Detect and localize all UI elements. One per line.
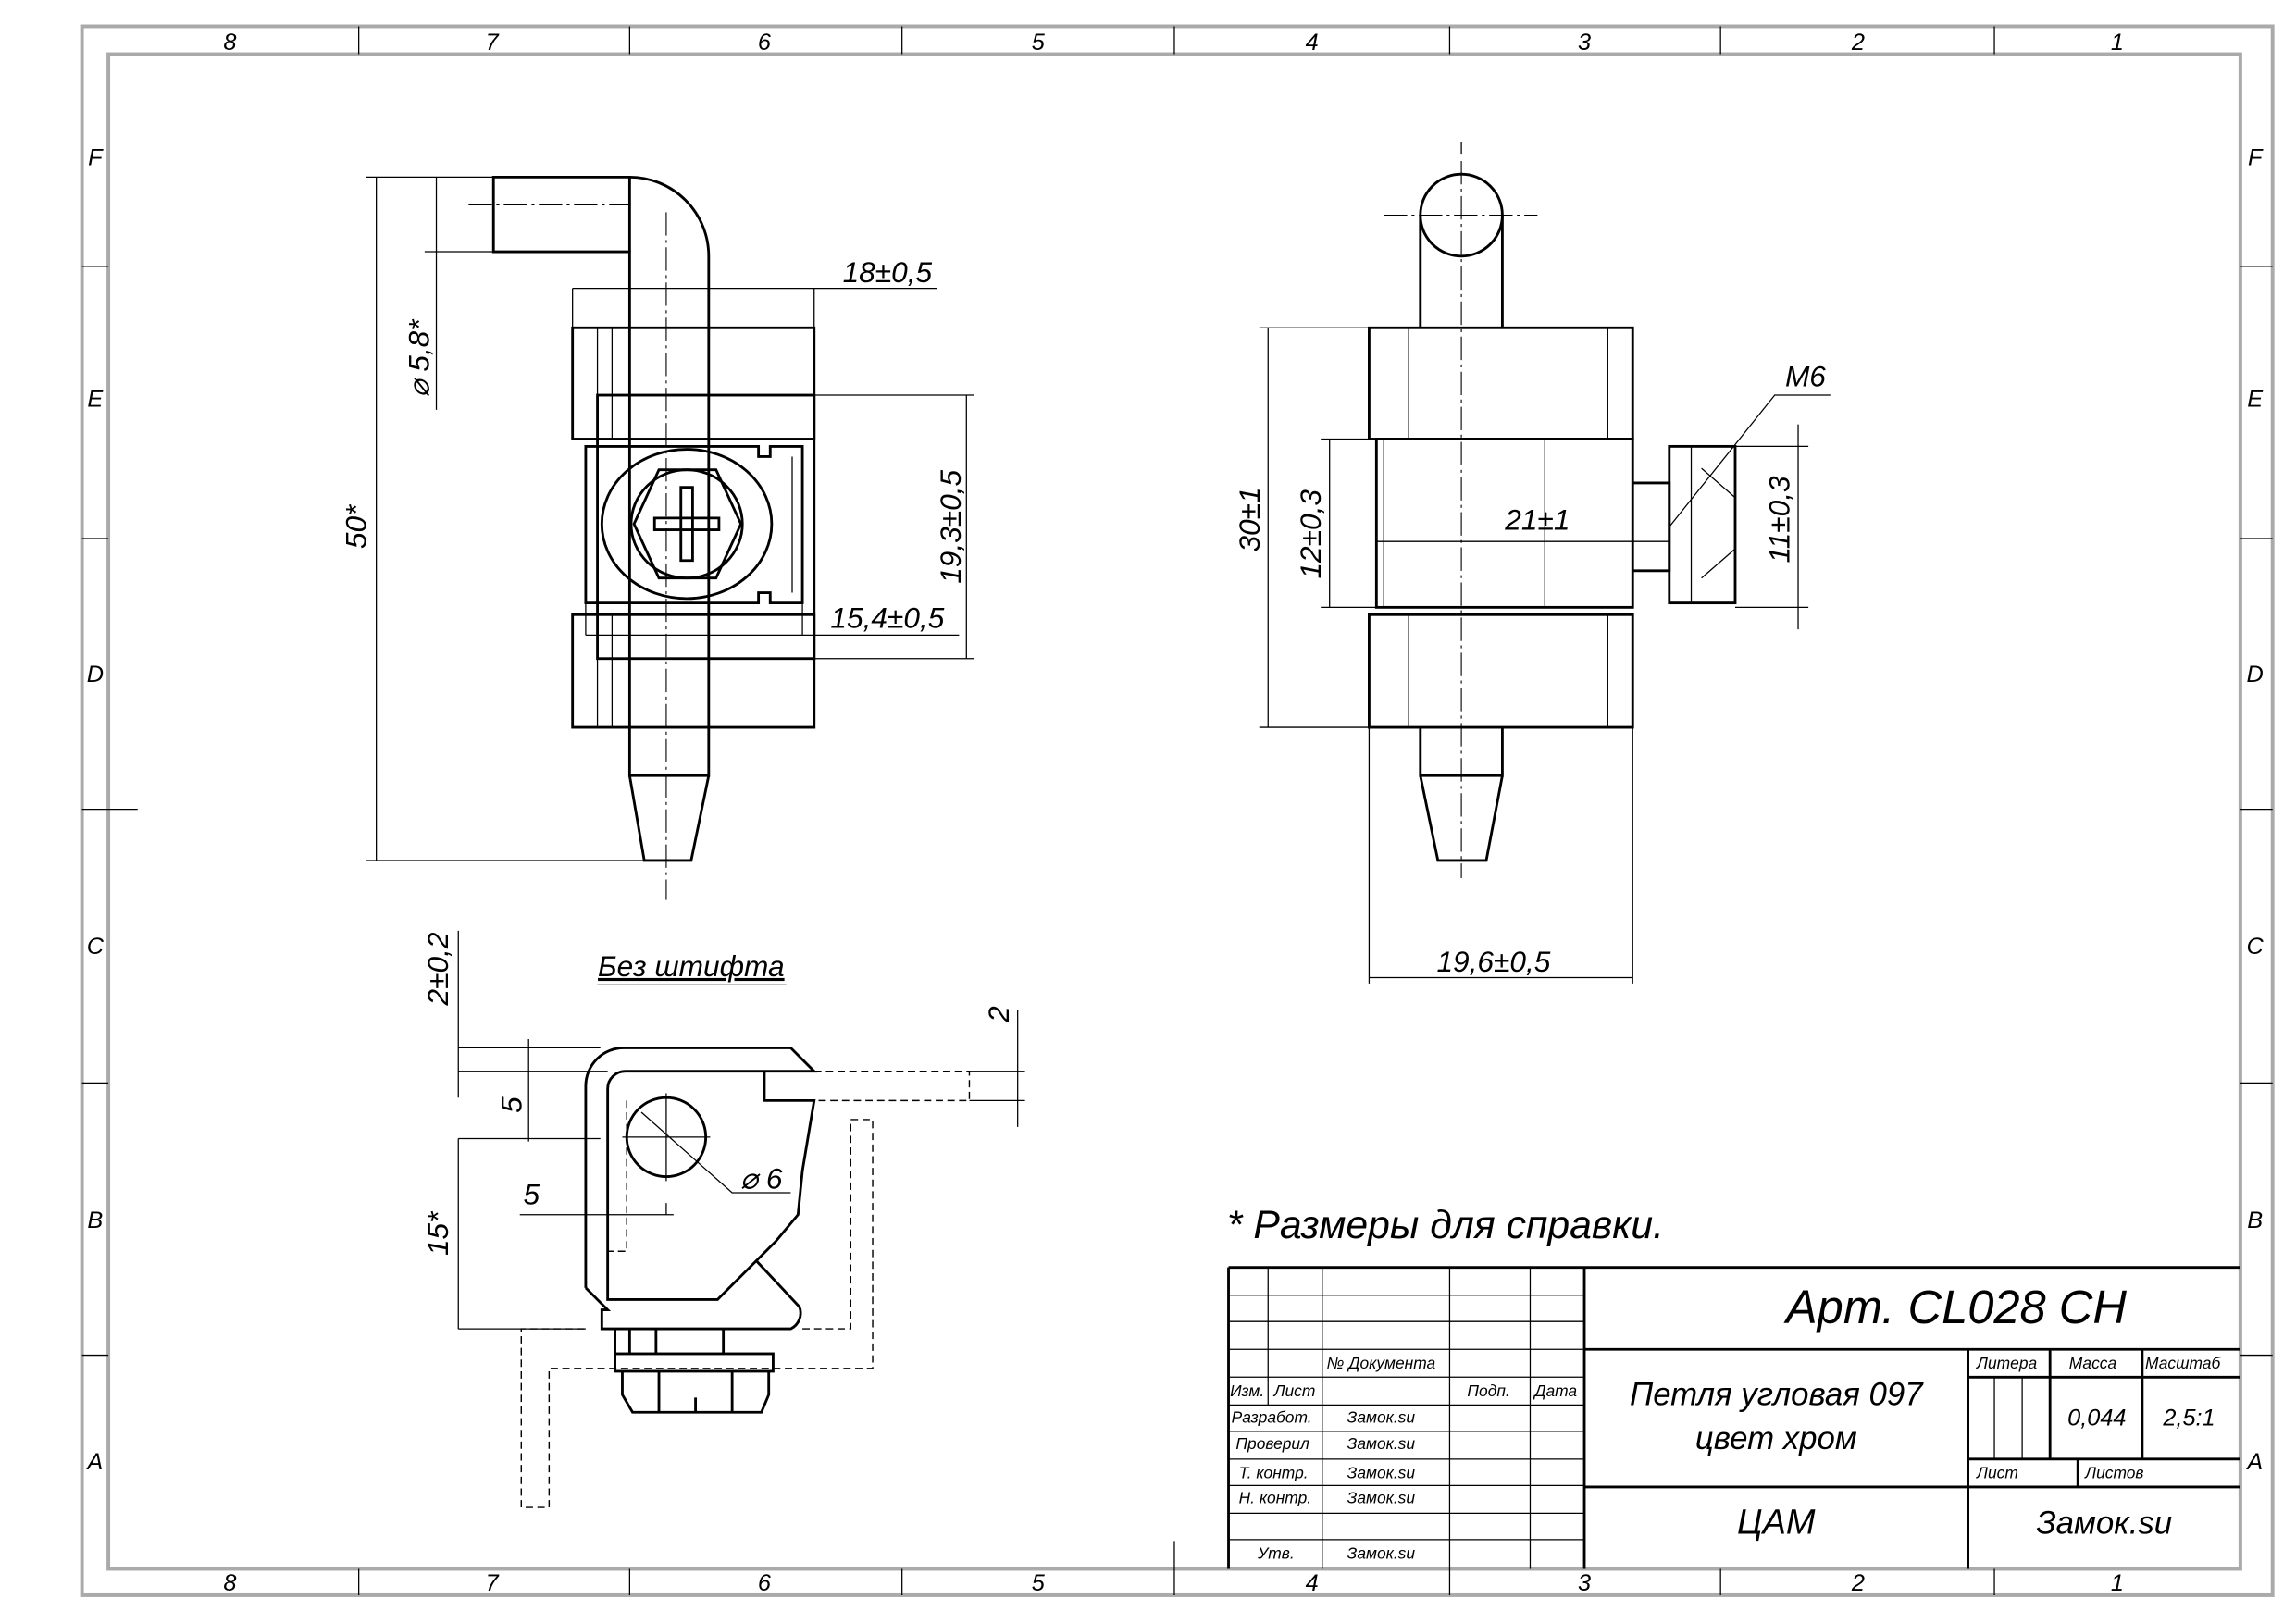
- zone-row-right: C: [2247, 934, 2265, 960]
- dim-offset-h: 5: [524, 1178, 540, 1211]
- company: Замок.su: [2036, 1505, 2172, 1542]
- header-list: Лист: [1273, 1381, 1316, 1400]
- zone-col-top: 3: [1578, 30, 1591, 56]
- dim-height-mid: 19,3±0,5: [934, 470, 967, 584]
- dim-inner-height: 12±0,3: [1294, 489, 1327, 579]
- header-mass: Масса: [2069, 1354, 2117, 1372]
- dim-width: 19,6±0,5: [1436, 945, 1550, 978]
- side-view: 30±1 12±0,3 21±1 11±0,3 M6 19,6±0,5: [1233, 160, 1831, 984]
- zone-col-bottom: 6: [758, 1570, 772, 1596]
- zone-col-bottom: 5: [1032, 1570, 1046, 1596]
- role-label: Разработ.: [1232, 1407, 1312, 1426]
- role-label: Н. контр.: [1239, 1488, 1312, 1506]
- role-label: Т. контр.: [1239, 1463, 1309, 1481]
- role-label: Проверил: [1235, 1434, 1309, 1453]
- header-sign: Подп.: [1467, 1381, 1509, 1400]
- zone-col-top: 8: [223, 30, 236, 56]
- product-color: цвет хром: [1695, 1420, 1857, 1456]
- front-view: 50* ⌀ 5,8* 18±0,5 19,3±0,5 15,4±0,5: [340, 175, 974, 900]
- dim-width-clamp: 15,4±0,5: [830, 601, 944, 635]
- role-name: Замок.su: [1347, 1543, 1416, 1562]
- zone-row-left: C: [87, 934, 105, 960]
- header-sheets: Листов: [2084, 1463, 2143, 1481]
- zone-row-left: F: [88, 145, 104, 171]
- zone-row-left: D: [87, 662, 104, 688]
- zone-col-bottom: 1: [2111, 1570, 2124, 1596]
- dim-hole: ⌀ 6: [740, 1161, 783, 1195]
- header-izm: Изм.: [1230, 1381, 1264, 1400]
- zone-col-top: 6: [758, 30, 772, 56]
- zone-col-top: 1: [2111, 30, 2124, 56]
- title-block: Арт. CL028 CH Петля угловая 097 цвет хро…: [1227, 1266, 2240, 1569]
- zone-col-bottom: 7: [486, 1570, 500, 1596]
- zone-col-bottom: 3: [1578, 1570, 1591, 1596]
- outer-frame: [80, 24, 2275, 1597]
- zone-col-top: 5: [1032, 30, 1046, 56]
- dim-thickness: 2±0,2: [421, 932, 454, 1006]
- zone-col-bottom: 4: [1306, 1570, 1319, 1596]
- header-scale: Масштаб: [2145, 1354, 2221, 1372]
- header-date: Дата: [1533, 1381, 1577, 1400]
- role-name: Замок.su: [1347, 1488, 1416, 1506]
- dim-overall-height: 30±1: [1233, 487, 1266, 551]
- dim-offset-v: 5: [494, 1096, 527, 1113]
- inner-frame: [106, 52, 2242, 1571]
- zone-row-right: D: [2247, 662, 2264, 688]
- dim-thread: M6: [1785, 360, 1826, 393]
- mass-value: 0,044: [2067, 1405, 2126, 1431]
- header-doc-no: № Документа: [1327, 1354, 1436, 1372]
- section-title: Без штифта: [598, 949, 785, 983]
- zone-col-top: 2: [1851, 30, 1865, 56]
- zone-row-left: E: [87, 387, 104, 413]
- zone-row-right: A: [2245, 1449, 2263, 1475]
- dim-pin-diameter: ⌀ 5,8*: [403, 318, 436, 398]
- article-number: Арт. CL028 CH: [1783, 1281, 2127, 1333]
- dim-gap: 2: [982, 1006, 1015, 1023]
- zone-row-right: B: [2247, 1208, 2263, 1233]
- zone-row-left: A: [85, 1449, 103, 1475]
- header-sheet: Лист: [1976, 1463, 2018, 1481]
- zone-dividers: [81, 26, 2273, 1595]
- zone-col-top: 4: [1306, 30, 1319, 56]
- header-litera: Литера: [1976, 1354, 2037, 1372]
- material: ЦАМ: [1737, 1504, 1816, 1542]
- zone-row-right: F: [2248, 145, 2264, 171]
- dim-overall-height: 50*: [340, 503, 373, 549]
- zone-col-top: 7: [486, 30, 500, 56]
- role-name: Замок.su: [1347, 1463, 1416, 1481]
- dim-length: 21±1: [1504, 503, 1570, 537]
- role-name: Замок.su: [1347, 1434, 1416, 1453]
- dim-nut-height: 11±0,3: [1763, 476, 1796, 564]
- reference-note: * Размеры для справки.: [1227, 1203, 1664, 1247]
- role-name: Замок.su: [1347, 1407, 1416, 1426]
- dim-width-top: 18±0,5: [843, 255, 933, 289]
- dim-height: 15*: [421, 1210, 454, 1256]
- scale-value: 2,5:1: [2162, 1405, 2215, 1431]
- zone-labels: 8 7 6 5 4 3 2 1 8 7 6 5 4 3 2 1 F E D C …: [85, 30, 2264, 1596]
- role-label: Утв.: [1257, 1543, 1295, 1562]
- zone-col-bottom: 8: [223, 1570, 236, 1596]
- zone-row-left: B: [87, 1208, 103, 1233]
- zone-row-right: E: [2247, 387, 2264, 413]
- product-name: Петля угловая 097: [1630, 1376, 1924, 1412]
- section-view: Без штифта 2±0,2 5 5 15* 2 ⌀ 6: [421, 930, 1025, 1508]
- zone-col-bottom: 2: [1851, 1570, 1865, 1596]
